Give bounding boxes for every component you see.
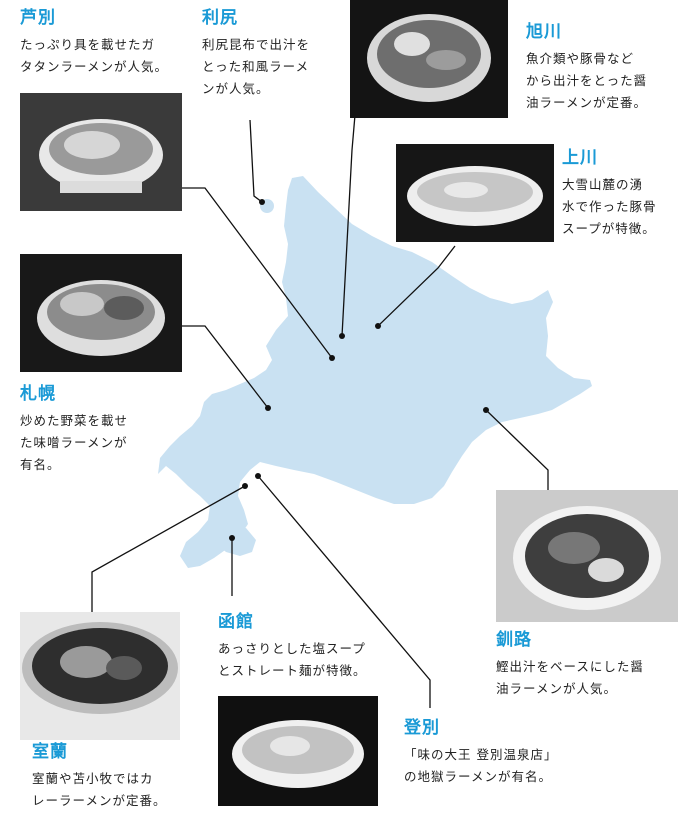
- region-title: 室蘭: [32, 742, 68, 762]
- dot-noboribetsu: [255, 473, 261, 479]
- leader-line-rishiri: [249, 119, 263, 203]
- description-line: 油ラーメンが定番。: [526, 95, 648, 110]
- photo-asahikawa: [350, 0, 508, 118]
- description-line: 炒めた野菜を載せ: [20, 413, 129, 428]
- description-line: 大雪山麓の湧: [562, 177, 644, 192]
- oshima-peninsula: [214, 528, 256, 556]
- description-line: 油ラーメンが人気。: [496, 681, 618, 696]
- region-description: 炒めた野菜を載せ た味噌ラーメンが 有名。: [20, 410, 190, 476]
- region-label-ashibetsu: 芦別 たっぷり具を載せたガ タタンラーメンが人気。: [20, 8, 210, 78]
- ramen-bowl-icon: [20, 93, 182, 211]
- dot-kushiro: [483, 407, 489, 413]
- description-line: 「味の大王 登別温泉店」: [404, 747, 558, 762]
- dot-sapporo: [265, 405, 271, 411]
- region-label-muroran: 室蘭 室蘭や苫小牧ではカ レーラーメンが定番。: [32, 742, 212, 812]
- description-line: た味噌ラーメンが: [20, 435, 128, 450]
- region-title: 旭川: [526, 22, 562, 42]
- region-label-kushiro: 釧路 鰹出汁をベースにした醤 油ラーメンが人気。: [496, 630, 696, 700]
- region-label-noboribetsu: 登別 「味の大王 登別温泉店」 の地獄ラーメンが有名。: [404, 718, 604, 788]
- description-line: 鰹出汁をベースにした醤: [496, 659, 644, 674]
- leader-line-ashibetsu: [182, 187, 333, 359]
- region-title: 上川: [562, 148, 598, 168]
- description-line: 利尻昆布で出汁を: [202, 37, 311, 52]
- region-label-hakodate: 函館 あっさりとした塩スープ とストレート麺が特徴。: [218, 612, 408, 682]
- description-line: 室蘭や苫小牧ではカ: [32, 771, 154, 786]
- region-description: 魚介類や豚骨など から出汁をとった醤 油ラーメンが定番。: [526, 48, 696, 114]
- leader-line-muroran: [91, 485, 246, 612]
- description-line: あっさりとした塩スープ: [218, 641, 366, 656]
- region-title: 利尻: [202, 8, 238, 28]
- dot-rishiri: [259, 199, 265, 205]
- region-description: 鰹出汁をベースにした醤 油ラーメンが人気。: [496, 656, 696, 700]
- region-description: 「味の大王 登別温泉店」 の地獄ラーメンが有名。: [404, 744, 604, 788]
- ramen-bowl-icon: [20, 612, 180, 740]
- ramen-bowl-icon: [396, 144, 554, 242]
- photo-kushiro: [496, 490, 678, 622]
- photo-sapporo: [20, 254, 182, 372]
- dot-muroran: [242, 483, 248, 489]
- description-line: 魚介類や豚骨など: [526, 51, 635, 66]
- region-title: 芦別: [20, 8, 56, 28]
- description-line: スープが特徴。: [562, 221, 656, 236]
- region-description: あっさりとした塩スープ とストレート麺が特徴。: [218, 638, 408, 682]
- ramen-bowl-icon: [496, 490, 678, 622]
- description-line: の地獄ラーメンが有名。: [404, 769, 553, 784]
- dot-hakodate: [229, 535, 235, 541]
- description-line: とった和風ラーメ: [202, 59, 310, 74]
- region-label-sapporo: 札幌 炒めた野菜を載せ た味噌ラーメンが 有名。: [20, 384, 190, 476]
- region-title: 札幌: [20, 384, 56, 404]
- region-label-asahikawa: 旭川 魚介類や豚骨など から出汁をとった醤 油ラーメンが定番。: [526, 22, 696, 114]
- photo-muroran: [20, 612, 180, 740]
- region-title: 函館: [218, 612, 254, 632]
- region-title: 釧路: [496, 630, 532, 650]
- dot-asahikawa: [339, 333, 345, 339]
- leader-line-sapporo: [182, 325, 269, 409]
- region-label-kamikawa: 上川 大雪山麓の湧 水で作った豚骨 スープが特徴。: [562, 148, 692, 240]
- description-line: タタンラーメンが人気。: [20, 59, 169, 74]
- description-line: とストレート麺が特徴。: [218, 663, 367, 678]
- photo-hakodate: [218, 696, 378, 806]
- description-line: 有名。: [20, 457, 61, 472]
- description-line: 水で作った豚骨: [562, 199, 657, 214]
- ramen-bowl-icon: [20, 254, 182, 372]
- dot-kamikawa: [375, 323, 381, 329]
- region-description: たっぷり具を載せたガ タタンラーメンが人気。: [20, 34, 210, 78]
- region-description: 室蘭や苫小牧ではカ レーラーメンが定番。: [32, 768, 212, 812]
- region-title: 登別: [404, 718, 440, 738]
- region-description: 大雪山麓の湧 水で作った豚骨 スープが特徴。: [562, 174, 692, 240]
- region-label-rishiri: 利尻 利尻昆布で出汁を とった和風ラーメ ンが人気。: [202, 8, 352, 100]
- region-description: 利尻昆布で出汁を とった和風ラーメ ンが人気。: [202, 34, 352, 100]
- description-line: から出汁をとった醤: [526, 73, 648, 88]
- ramen-bowl-icon: [350, 0, 508, 118]
- dot-ashibetsu: [329, 355, 335, 361]
- hokkaido-island-shape: [158, 176, 592, 568]
- ramen-bowl-icon: [218, 696, 378, 806]
- photo-ashibetsu: [20, 93, 182, 211]
- leader-line-kamikawa: [377, 245, 456, 327]
- description-line: たっぷり具を載せたガ: [20, 37, 156, 52]
- leader-line-kushiro: [485, 409, 549, 490]
- description-line: レーラーメンが定番。: [32, 793, 167, 808]
- photo-kamikawa: [396, 144, 554, 242]
- description-line: ンが人気。: [202, 81, 270, 96]
- leader-line-noboribetsu: [257, 475, 431, 708]
